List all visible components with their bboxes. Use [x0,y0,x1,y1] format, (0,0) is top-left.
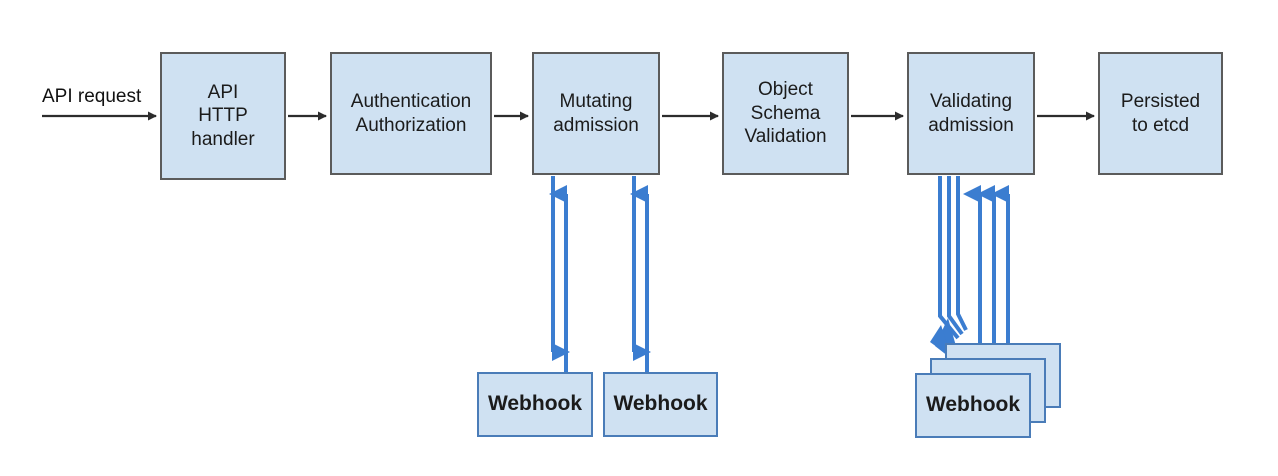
edge-validating-webhook1-call [938,176,960,340]
mutating-webhook-connectors [549,176,651,372]
mutating-webhook-2[interactable]: Webhook [603,372,718,437]
validating-webhook-return-connectors [963,185,1010,372]
stage-object-schema-validation[interactable]: Object Schema Validation [722,52,849,175]
stage-mutating-admission[interactable]: Mutating admission [532,52,660,175]
api-request-label: API request [42,86,142,107]
stage-authentication-authorization[interactable]: Authentication Authorization [330,52,492,175]
stage-validating-admission[interactable]: Validating admission [907,52,1035,175]
stage-persisted-to-etcd[interactable]: Persisted to etcd [1098,52,1223,175]
edge-validating-webhook3-call [956,176,968,331]
validating-webhook-call-connectors [938,176,968,340]
edge-validating-webhook2-call [947,176,964,336]
mutating-webhook-1[interactable]: Webhook [477,372,593,437]
stage-api-http-handler[interactable]: API HTTP handler [160,52,286,180]
validating-webhook-1[interactable]: Webhook [915,373,1031,438]
